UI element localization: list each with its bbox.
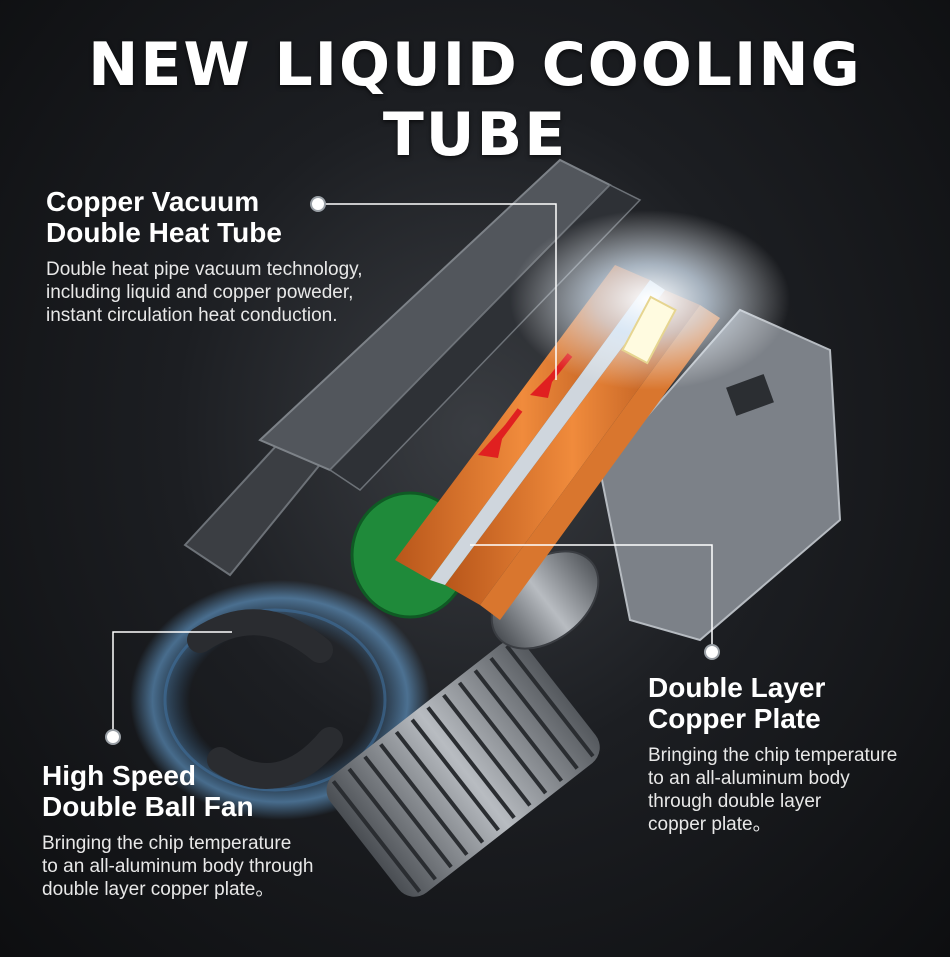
heading-line: Copper Plate [648,703,821,734]
leader-lines [112,203,713,737]
callout-heading: Double Layer Copper Plate [648,672,948,734]
desc-line: including liquid and copper poweder, [46,282,354,303]
desc-line: copper plate。 [648,814,772,835]
desc-line: to an all-aluminum body [648,768,850,789]
heatsink-fins [326,640,600,897]
callout-double-layer-copper-plate: Double Layer Copper Plate Bringing the c… [648,672,948,836]
callout-high-speed-fan: High Speed Double Ball Fan Bringing the … [42,760,382,901]
callout-copper-vacuum-tube: Copper Vacuum Double Heat Tube Double he… [46,186,466,327]
callout-description: Bringing the chip temperature to an all-… [648,744,948,836]
desc-line: to an all-aluminum body through [42,856,314,877]
desc-line: Bringing the chip temperature [648,745,898,766]
heading-line: Double Ball Fan [42,791,254,822]
callout-description: Double heat pipe vacuum technology, incl… [46,258,466,327]
leader-dots [105,196,720,745]
headline-title: NEW LIQUID COOLING TUBE [88,30,862,170]
led-chip [621,295,677,365]
callout-description: Bringing the chip temperature to an all-… [42,832,382,901]
heading-line: High Speed [42,760,197,791]
heading-line: Double Layer [648,672,826,703]
callout-heading: High Speed Double Ball Fan [42,760,382,822]
heading-line: Copper Vacuum [46,186,260,217]
heading-line: Double Heat Tube [46,217,282,248]
callout-heading: Copper Vacuum Double Heat Tube [46,186,466,248]
desc-line: through double layer [648,791,822,812]
desc-line: double layer copper plate。 [42,879,275,900]
desc-line: Bringing the chip temperature [42,833,292,854]
desc-line: instant circulation heat conduction. [46,305,338,326]
desc-line: Double heat pipe vacuum technology, [46,259,363,280]
